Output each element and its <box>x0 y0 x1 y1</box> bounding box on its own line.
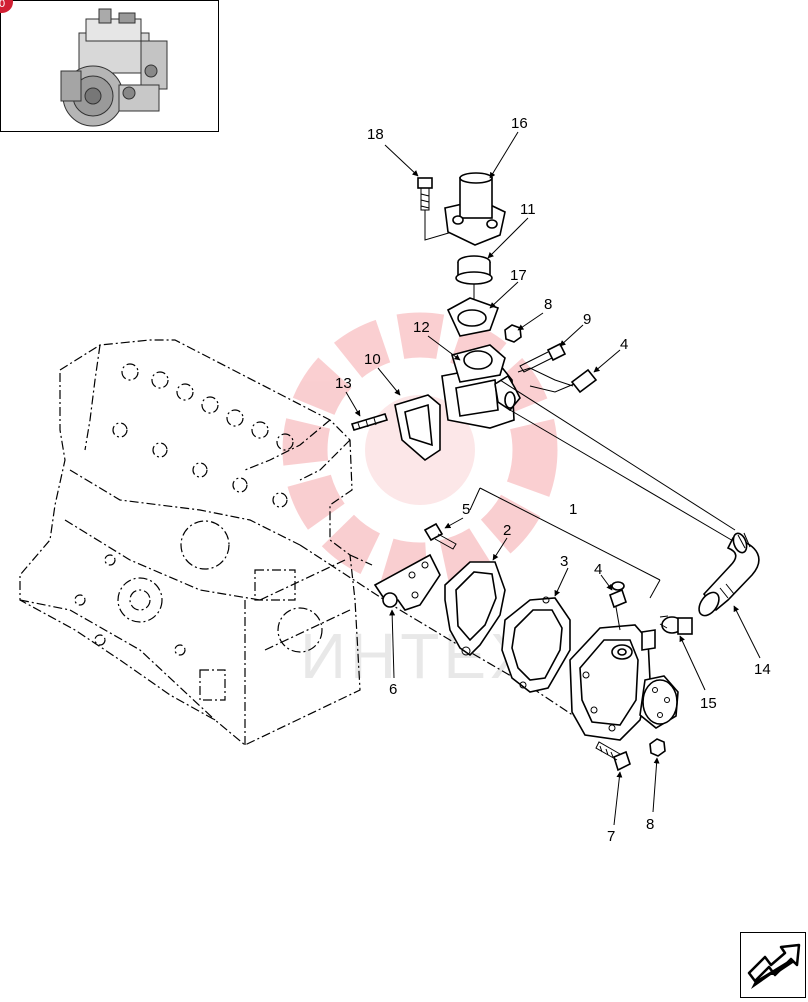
callout-14: 14 <box>754 661 771 678</box>
engine-thumbnail[interactable]: 0 <box>0 0 219 132</box>
bolt-5 <box>423 522 457 550</box>
leader-lines <box>345 131 761 826</box>
bracket-6 <box>373 553 441 611</box>
callout-18: 18 <box>367 126 384 143</box>
callout-17: 17 <box>510 267 527 284</box>
watermark-text: ИНТЕХ <box>300 620 537 692</box>
callout-8-bottom: 8 <box>646 816 654 833</box>
callout-4-pump: 4 <box>594 561 602 578</box>
callout-1: 1 <box>569 501 577 518</box>
sensor-4-top <box>517 367 598 394</box>
water-pump-1 <box>569 624 679 741</box>
engine-thumbnail-image <box>60 8 168 127</box>
next-page-arrow-icon <box>747 943 801 989</box>
assembly-guide-lines <box>299 544 581 721</box>
callout-8-top: 8 <box>544 296 552 313</box>
callout-11: 11 <box>520 201 536 218</box>
engine-block <box>19 339 361 746</box>
callout-6: 6 <box>389 681 397 698</box>
bolt-7 <box>595 741 631 772</box>
callout-2: 2 <box>503 522 511 539</box>
callout-16: 16 <box>511 115 528 132</box>
callout-9: 9 <box>583 311 591 328</box>
next-page-button[interactable] <box>740 932 806 998</box>
nut-8-top <box>504 324 522 343</box>
gasket-17 <box>446 297 500 337</box>
callout-3: 3 <box>560 553 568 570</box>
callout-13: 13 <box>335 375 352 392</box>
bolt-18 <box>417 177 453 241</box>
hose-14 <box>698 532 760 617</box>
hose-clamp-15 <box>659 615 693 635</box>
thermostat-11 <box>455 255 493 300</box>
item-1-bracket <box>469 487 661 599</box>
gasket-2 <box>444 561 506 657</box>
thumbnail-badge: 0 <box>0 0 13 13</box>
nut-8-bottom <box>649 738 666 757</box>
callout-4-top: 4 <box>620 336 628 353</box>
callout-numbers: 1 2 3 4 4 5 6 7 8 8 9 10 11 12 13 14 15 … <box>335 115 771 845</box>
callout-5: 5 <box>462 501 470 518</box>
callout-10: 10 <box>364 351 381 368</box>
callout-7: 7 <box>607 828 615 845</box>
gasket-3 <box>501 596 571 693</box>
sensor-4-pump <box>609 581 627 631</box>
callout-12: 12 <box>413 319 430 336</box>
stud-13 <box>350 413 389 431</box>
callout-15: 15 <box>700 695 717 712</box>
gasket-10 <box>394 394 441 462</box>
bolt-9 <box>519 342 567 373</box>
thermostat-cover-16 <box>444 172 506 246</box>
water-outlet-housing-12 <box>441 344 741 546</box>
